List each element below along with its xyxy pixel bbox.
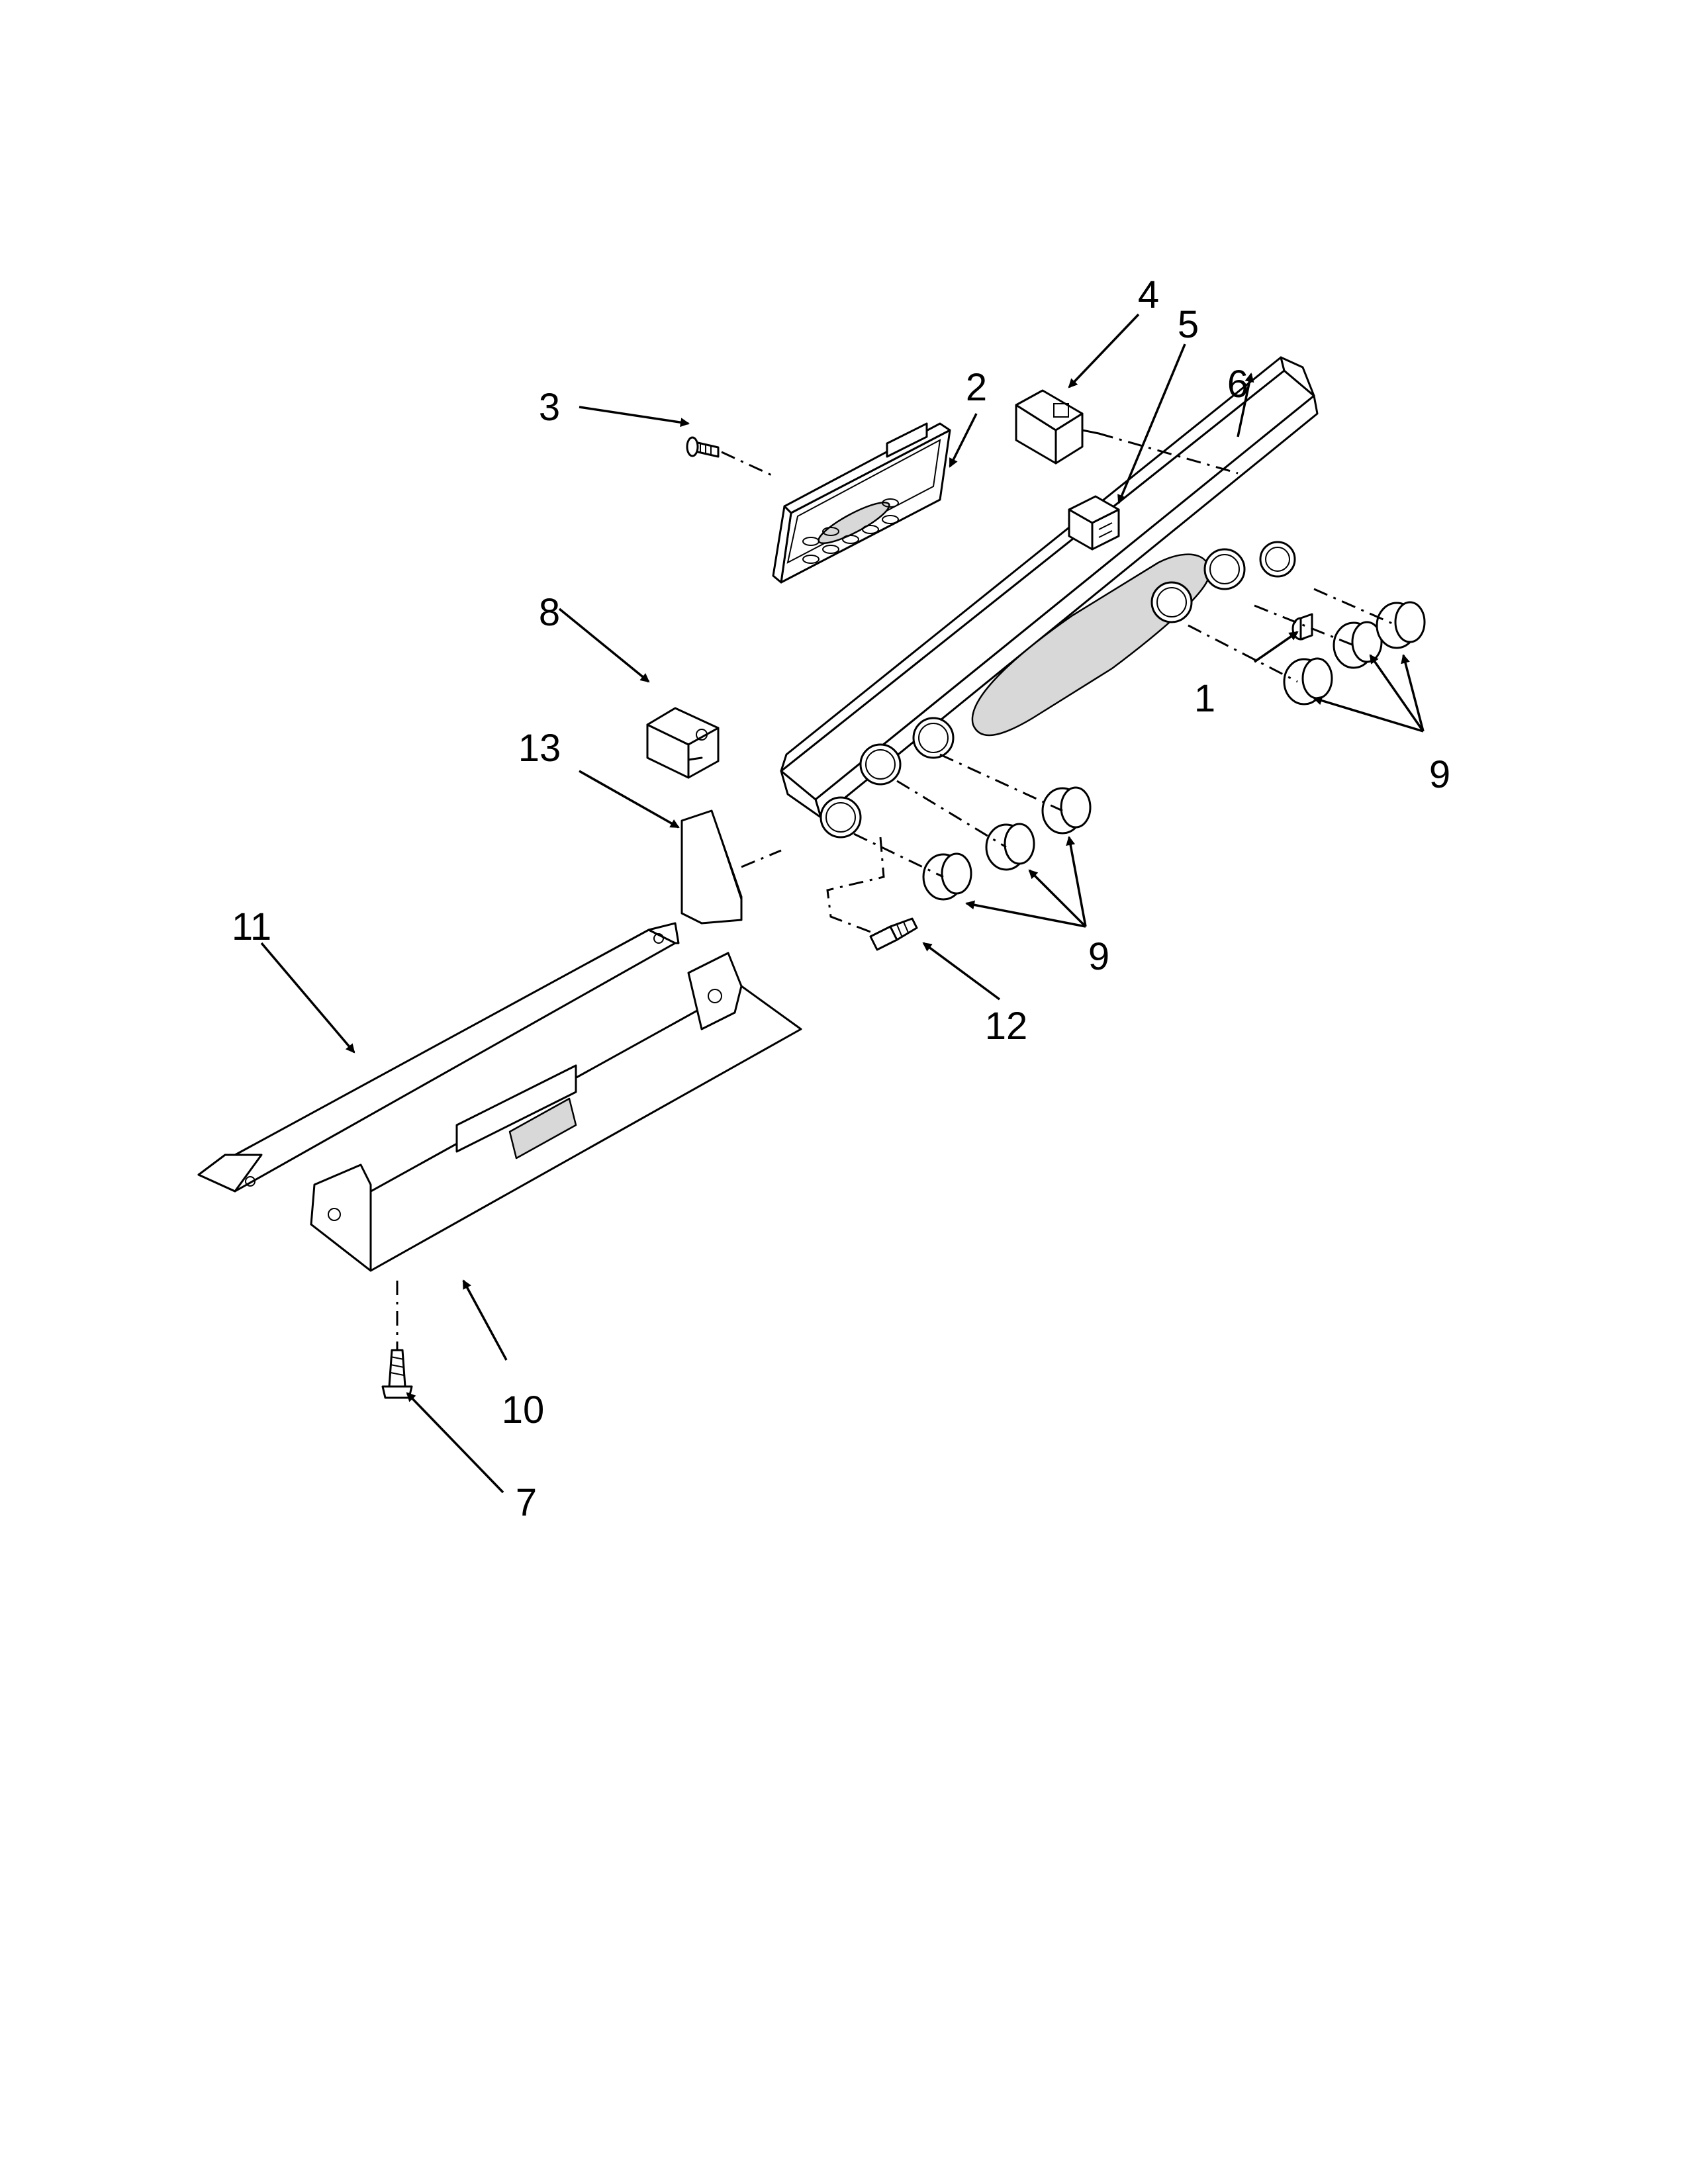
callout-4: 4: [1138, 273, 1159, 316]
callout-9-left: 9: [1088, 935, 1109, 978]
switch-part-8: [646, 707, 720, 779]
callout-labels: 1 2 3 4 5 6 7 8 9 9 10 11 12 13: [232, 273, 1450, 1524]
callout-1: 1: [1194, 677, 1215, 720]
screw-part-3: [686, 436, 720, 458]
bracket-part-11: [197, 922, 680, 1193]
assembly-lines: [396, 432, 1397, 1350]
keypad-buttons: [802, 498, 899, 564]
electronic-control-board: [772, 422, 951, 584]
knob: [1333, 621, 1383, 669]
left-dial-group: [820, 717, 955, 839]
callout-5: 5: [1178, 303, 1199, 346]
callout-6: 6: [1227, 363, 1248, 406]
screw-part-12: [869, 917, 918, 951]
callout-10: 10: [502, 1388, 545, 1432]
infinite-switch-part-4: [1015, 389, 1100, 465]
callout-8: 8: [539, 591, 560, 634]
right-dial-group: [1150, 541, 1296, 623]
knob: [1041, 786, 1092, 835]
callout-9-right: 9: [1429, 753, 1450, 796]
callout-3: 3: [539, 386, 560, 429]
end-cap-part-13: [680, 809, 743, 925]
knob: [985, 823, 1035, 871]
clip-part-1: [1291, 613, 1313, 641]
control-panel-console: [780, 356, 1319, 839]
knob: [922, 852, 972, 901]
screw-part-7: [381, 1349, 413, 1399]
switch-part-5: [1068, 495, 1120, 551]
callout-7: 7: [516, 1481, 537, 1524]
knob: [1283, 657, 1333, 705]
callout-11: 11: [232, 905, 271, 948]
callout-2: 2: [966, 366, 987, 409]
knob: [1376, 601, 1426, 649]
callout-12: 12: [985, 1005, 1028, 1048]
leader-arrows: [260, 313, 1425, 1494]
callout-13: 13: [518, 727, 561, 770]
channel-part-10: [310, 952, 802, 1272]
